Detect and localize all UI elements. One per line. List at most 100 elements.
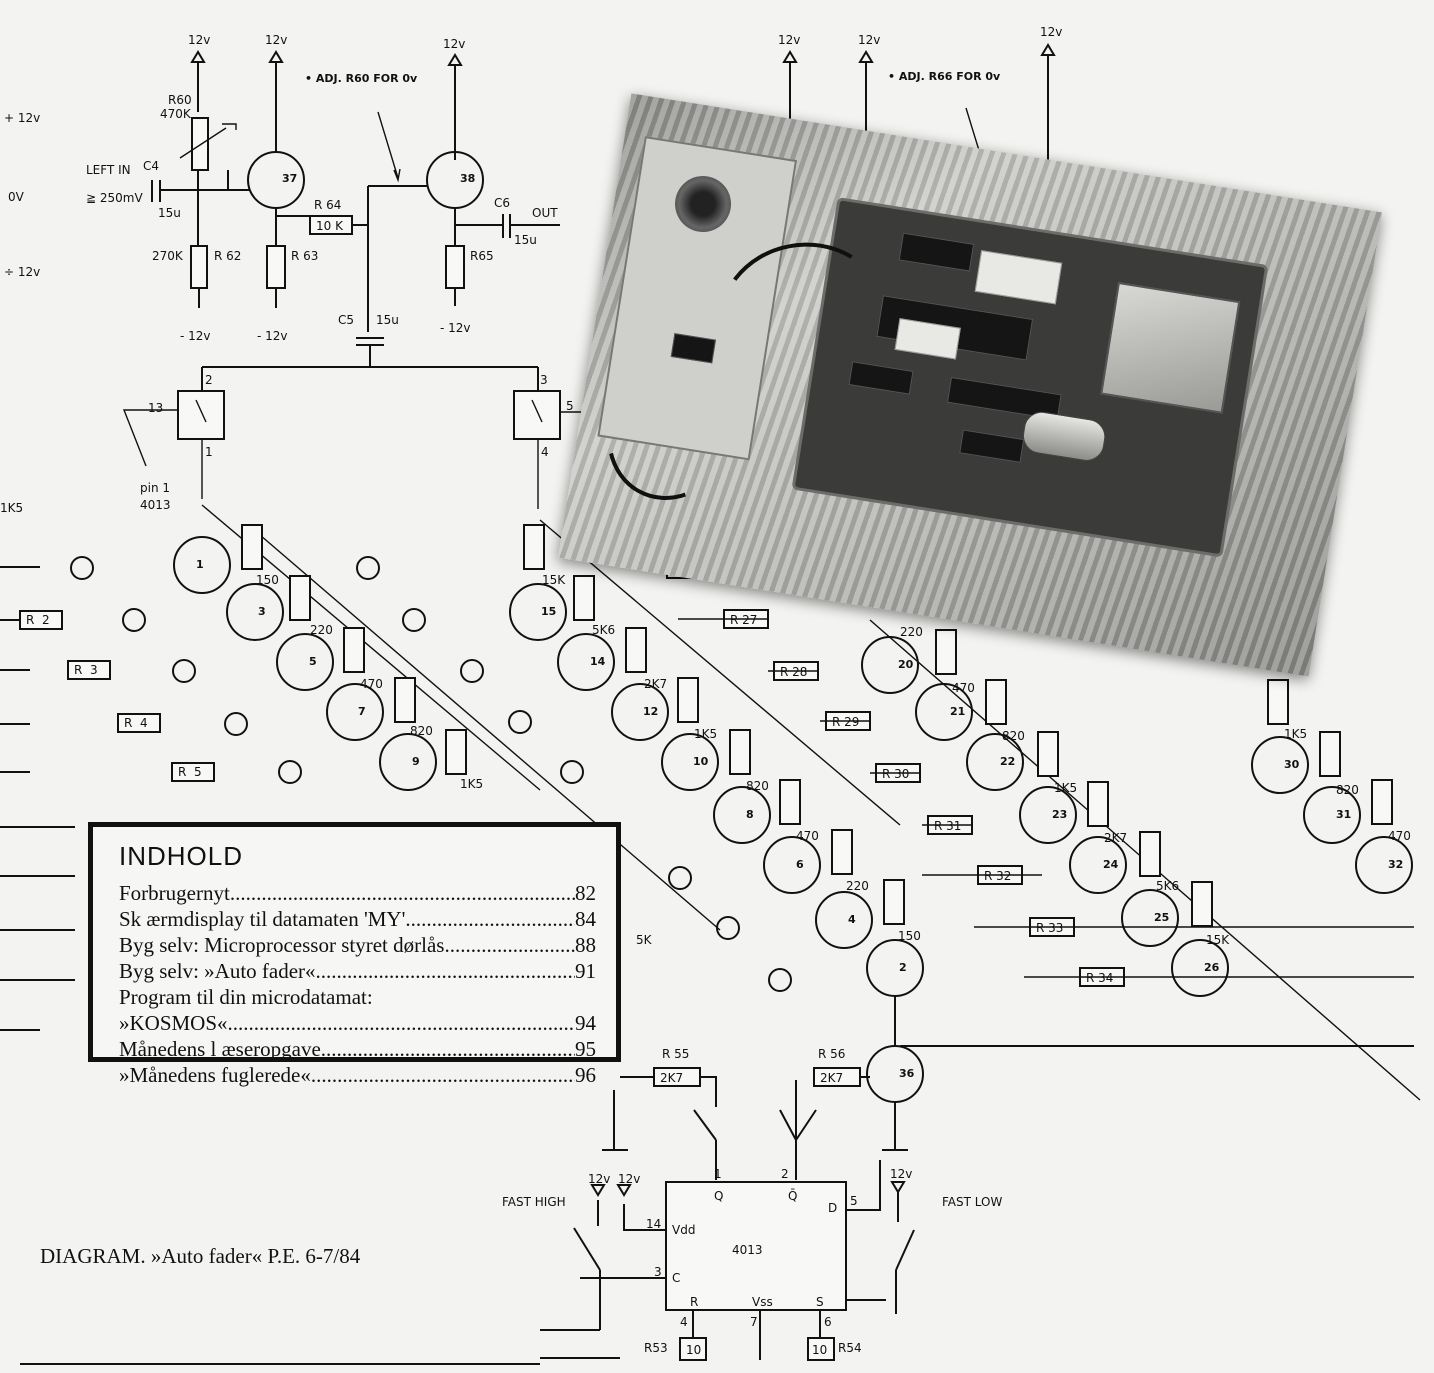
adjust-note-r66: • ADJ. R66 FOR 0v [888, 70, 1001, 83]
led-6 [668, 866, 692, 890]
led-1 [70, 556, 94, 580]
analog-switch-left [177, 390, 225, 440]
resistor-value: 10 [686, 1343, 701, 1357]
resistor-value: 820 [1336, 783, 1359, 797]
transistor-label: 24 [1103, 858, 1119, 871]
label-out: OUT [532, 206, 558, 220]
transistor-label: 5 [309, 655, 317, 668]
pin-label: 3 [540, 373, 548, 387]
led-7 [224, 712, 248, 736]
label-r54: R54 [838, 1341, 862, 1355]
resistor-name: R 29 [832, 715, 859, 729]
transistor-32 [1355, 836, 1413, 894]
led-12 [508, 710, 532, 734]
resistor-value: 470 [1388, 829, 1411, 843]
toc-item[interactable]: »KOSMOS« 94 [119, 1010, 596, 1036]
label-minus12: - 12v [440, 321, 471, 335]
toc-item[interactable]: Byg selv: Microprocessor styret dørlås 88 [119, 932, 596, 958]
resistor-value: 820 [410, 724, 433, 738]
toc-item[interactable]: Sk ærmdisplay til datamaten 'MY' 84 [119, 906, 596, 932]
rail-label-minus12: ÷ 12v [4, 265, 40, 279]
resistor-r4 [117, 713, 161, 733]
resistor-value: 1K5 [1284, 727, 1307, 741]
resistor-value: 15K [1206, 933, 1230, 947]
pin-label: 6 [824, 1315, 832, 1329]
toc-item[interactable]: Forbrugernyt 82 [119, 880, 596, 906]
ladder-middle: 15 14 12 10 8 6 4 2 36 15K 5K6 2K7 1K5 8… [509, 524, 924, 1103]
transistor-22 [966, 733, 1024, 791]
resistor-value: 2K7 [644, 677, 667, 691]
analog-switch-right [513, 390, 561, 440]
resistor-r2 [19, 610, 63, 630]
toc-item[interactable]: Månedens l æseropgave95 [119, 1036, 596, 1062]
toc-item-page: 96 [575, 1063, 596, 1087]
ladder-right: R 26 R 27 R 28 R 29 R 30 R 31 R 32 R 33 … [666, 559, 1414, 1151]
toc-item-title: Sk ærmdisplay til datamaten 'MY' [119, 907, 406, 931]
transistor-label: 7 [358, 705, 366, 718]
ic-4013 [665, 1181, 847, 1311]
pin-label: 5 [850, 1194, 858, 1208]
resistor-value: 5K6 [592, 623, 615, 637]
resistor-r20 [779, 779, 801, 825]
toc-leader [311, 1062, 575, 1088]
toc-item-title: »KOSMOS« [119, 1011, 228, 1035]
resistor-r3 [67, 660, 111, 680]
transistor-label: 23 [1052, 808, 1067, 821]
label-1k5: 1K5 [0, 501, 23, 515]
transistor-25 [1121, 889, 1179, 947]
led-10 [560, 760, 584, 784]
resistor-value: 2K7 [1104, 831, 1127, 845]
supply-12v-group: 12v 12v 12v 12v 12v 12v [188, 25, 1062, 165]
label-270k: 270K [152, 249, 184, 263]
label-c4: C4 [143, 159, 159, 173]
label-fast-high: FAST HIGH [502, 1195, 566, 1209]
toc-leader [444, 932, 575, 958]
resistor-name: R 4 [124, 716, 148, 730]
resistor-value: 220 [846, 879, 869, 893]
toc-item-page: 84 [575, 907, 596, 931]
transistor-30 [1251, 736, 1309, 794]
resistor-value: 1K5 [694, 727, 717, 741]
label-r55: R 55 [662, 1047, 689, 1061]
resistor-r25 [523, 524, 545, 570]
toc-item-title: Program til din microdatamat: [119, 985, 373, 1009]
led-3 [122, 608, 146, 632]
supply-label: 12v [1040, 25, 1062, 39]
resistor-value: 220 [900, 625, 923, 639]
resistor-value: 10 [812, 1343, 827, 1357]
transistor-label: 25 [1154, 911, 1169, 924]
label-r56: R 56 [818, 1047, 845, 1061]
label-r62: R 62 [214, 249, 241, 263]
transistor-label: 30 [1284, 758, 1300, 771]
resistor-r19 [831, 829, 853, 875]
pin-d: D [828, 1201, 837, 1215]
resistor-name: R 34 [1086, 971, 1113, 985]
toc-item[interactable]: »Månedens fuglerede« 96 [119, 1062, 596, 1088]
resistor-r40 [1087, 781, 1109, 827]
rail-label-plus12: + 12v [4, 111, 40, 125]
label-c5: C5 [338, 313, 354, 327]
resistor-r24 [573, 575, 595, 621]
resistor-r62 [190, 245, 208, 289]
resistor-r10 [241, 524, 263, 570]
toc-item[interactable]: Byg selv: »Auto fader« 91 [119, 958, 596, 984]
label-4013: 4013 [140, 498, 171, 512]
toc-item-title: Byg selv: Microprocessor styret dørlås [119, 933, 445, 957]
pin-label: 4 [541, 445, 549, 459]
toc-item[interactable]: Program til din microdatamat: [119, 984, 596, 1010]
resistor-value: 220 [310, 623, 333, 637]
toc-leader [405, 906, 575, 932]
toc-leader [230, 880, 575, 906]
transistor-label: 21 [950, 705, 965, 718]
transistor-6 [763, 836, 821, 894]
resistor-r21 [729, 729, 751, 775]
label-r63: R 63 [291, 249, 318, 263]
transistor-label: 3 [258, 605, 266, 618]
supply-label: 12v [588, 1172, 610, 1186]
label-2k7: 2K7 [660, 1071, 683, 1085]
label-input-level: ≧ 250mV [86, 191, 143, 205]
pin-r: R [690, 1295, 698, 1309]
contents-box: INDHOLD Forbrugernyt 82 Sk ærmdisplay ti… [88, 822, 621, 1087]
pin-label: 2 [205, 373, 213, 387]
toc-item-page: 88 [575, 933, 596, 957]
